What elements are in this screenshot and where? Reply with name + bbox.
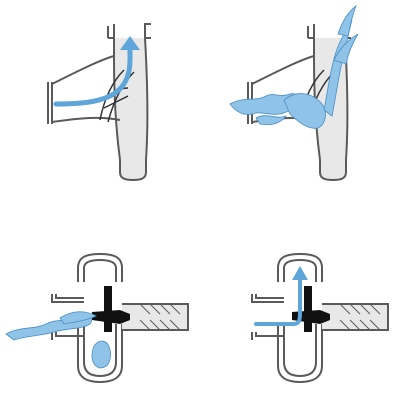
arrow-head-icon (292, 266, 308, 280)
turbulent-water-icon (5, 311, 111, 369)
shaft-hatching (139, 303, 181, 331)
shaft-housing (122, 303, 189, 331)
pump-volute (51, 252, 123, 384)
impeller-hub (92, 286, 130, 332)
turbulent-water-icon (229, 4, 359, 129)
panel-mixed-flow-turbulent (200, 0, 400, 200)
shaft-hatching (339, 303, 381, 331)
flow-arrow-icon (254, 276, 302, 326)
shaft-housing (322, 303, 389, 331)
panel-radial-flow-turbulent (0, 202, 200, 402)
pump-volute (251, 252, 323, 384)
panel-mixed-flow-uniform (0, 0, 200, 200)
arrow-head-icon (120, 36, 140, 50)
flow-arrow-icon (53, 45, 133, 107)
pump-casing (47, 23, 151, 182)
panel-radial-flow-uniform (200, 202, 400, 402)
